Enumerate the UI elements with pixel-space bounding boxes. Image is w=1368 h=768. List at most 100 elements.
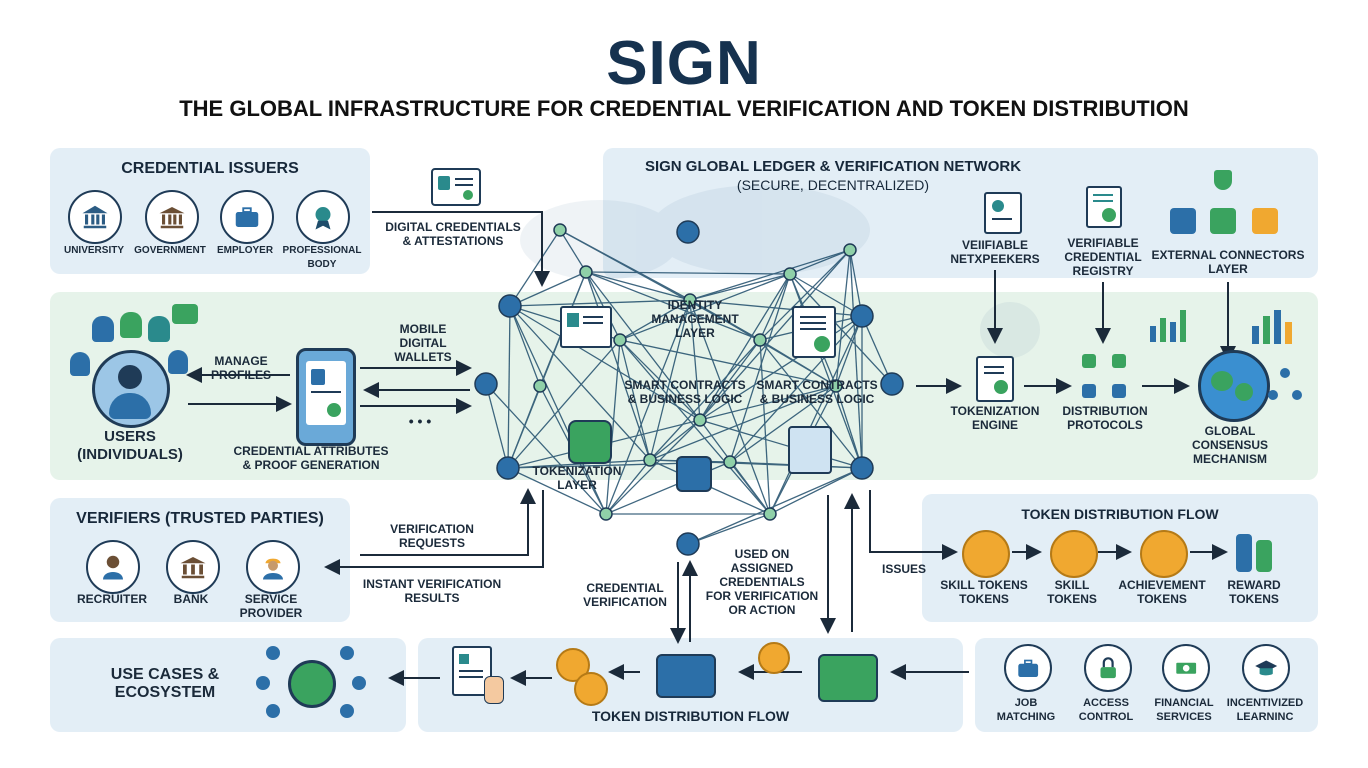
arrow-verifiers-requests (360, 488, 536, 556)
distribution-protocols-label: DISTRIBUTION PROTOCOLS (1062, 404, 1148, 432)
service-provider-label: SERVICE PROVIDER (239, 592, 303, 620)
network-edge (585, 271, 791, 275)
briefcase-icon (220, 190, 274, 244)
ledger-subtitle: (SECURE, DECENTRALIZED) (736, 177, 930, 193)
document-check-icon (984, 192, 1022, 234)
network-node (613, 333, 627, 347)
network-edge (835, 315, 863, 387)
network-edge (769, 467, 863, 515)
pointing-hand-icon[interactable] (484, 676, 504, 704)
lock-connector-icon (1210, 208, 1236, 234)
network-edge (507, 459, 651, 469)
network-edge (507, 385, 541, 469)
network-edge (509, 305, 701, 421)
network-edge (649, 419, 701, 461)
token-label-4: REWARD TOKENS (1227, 578, 1281, 606)
tokenization-engine-label: TOKENIZATION ENGINE (950, 404, 1040, 432)
job-briefcase-icon (1004, 644, 1052, 692)
issuers-title: CREDENTIAL ISSUERS (121, 160, 299, 177)
network-edge (759, 339, 771, 515)
database-icon (568, 420, 612, 464)
financial-services-label: FINANCIAL SERVICES (1154, 697, 1214, 723)
arrow-issues (869, 490, 958, 560)
mobile-wallet-icon[interactable] (296, 348, 356, 446)
connectors-label: EXTERNAL CONNECTORS LAYER (1151, 248, 1305, 276)
network-edge (699, 339, 761, 421)
credential-attributes-label: CREDENTIAL ATTRIBUTES & PROOF GENERATION (233, 444, 389, 472)
network-node (850, 456, 874, 480)
smart-contracts-label-2: SMART CONTRACTS & BUSINESS LOGIC (756, 378, 878, 406)
distribution-network-icon (1082, 354, 1126, 398)
government-icon (145, 190, 199, 244)
network-edge (861, 315, 893, 385)
instant-results-label: INSTANT VERIFICATION RESULTS (362, 577, 502, 605)
network-edge (605, 459, 651, 515)
network-edge (585, 271, 691, 301)
network-edge (699, 249, 851, 421)
network-edge (585, 271, 701, 421)
ecosystem-person-icon-2 (340, 646, 354, 660)
network-edge (619, 299, 691, 341)
network-node (533, 379, 547, 393)
token-flow-title: TOKEN DISTRIBUTION FLOW (1021, 506, 1219, 522)
network-edge (689, 299, 701, 421)
tokenization-engine-icon (976, 356, 1014, 402)
network-edge (509, 271, 587, 307)
network-node (599, 507, 613, 521)
recruiter-label: RECRUITER (76, 592, 147, 606)
network-edge (849, 249, 863, 469)
network-edge (605, 299, 691, 515)
recruiter-icon (86, 540, 140, 594)
reward-coin-stack-icon (1232, 530, 1276, 574)
issuer-employer-label: EMPLOYER (216, 245, 274, 256)
logic-blocks-icon (788, 426, 832, 474)
graduation-cap-icon (1242, 644, 1290, 692)
network-node (676, 220, 700, 244)
registry-label: VERIFIABLE CREDENTIAL REGISTRY (1064, 236, 1142, 278)
org-chart-icon (1268, 368, 1302, 402)
network-edge (789, 249, 851, 275)
network-edge (699, 273, 791, 421)
network-edge (619, 339, 771, 515)
network-node (579, 265, 593, 279)
tokenization-layer-label: TOKENIZATION LAYER (532, 464, 622, 492)
network-edge (605, 419, 701, 515)
smart-contracts-label-1: SMART CONTRACTS & BUSINESS LOGIC (624, 378, 746, 406)
bar-chart-icon (1148, 306, 1192, 344)
wallet-icon (656, 654, 716, 698)
network-edge (687, 467, 863, 545)
person-icon-2 (120, 312, 142, 338)
monitor-icon (560, 306, 612, 348)
registry-document-icon (1086, 186, 1122, 228)
issuer-professional-label: PROFESSIONAL BODY (282, 245, 362, 270)
trophy-token-coin-icon (1140, 530, 1188, 578)
globe-icon (1198, 350, 1270, 422)
ellipsis-label: • • • (408, 413, 432, 429)
person-icon-4 (70, 352, 90, 376)
network-node (880, 372, 904, 396)
ecosystem-person-icon-3 (256, 676, 270, 690)
network-edge (769, 315, 863, 515)
person-icon-1 (92, 316, 114, 342)
dollar-coin-icon-2 (574, 672, 608, 706)
network-edge (689, 299, 771, 515)
bank-icon (166, 540, 220, 594)
network-node (753, 333, 767, 347)
network-edge (729, 273, 791, 463)
network-edge (699, 419, 863, 469)
network-edge (509, 229, 561, 307)
network-edge (759, 339, 837, 387)
use-cases-title: USE CASES & ECOSYSTEM (110, 666, 220, 701)
network-edge (689, 249, 851, 301)
connector-grid-icon (1170, 208, 1196, 234)
network-edge (619, 339, 701, 421)
network-edge (559, 229, 761, 341)
ecosystem-person-icon-5 (266, 704, 280, 718)
network-node (850, 304, 874, 328)
network-edge (649, 385, 837, 461)
network-node (683, 293, 697, 307)
token-label-1: SKILL TOKENS TOKENS (940, 578, 1028, 606)
person-icon-5 (168, 350, 188, 374)
arrow-verification-results (324, 490, 544, 575)
shield-icon (1214, 170, 1232, 190)
